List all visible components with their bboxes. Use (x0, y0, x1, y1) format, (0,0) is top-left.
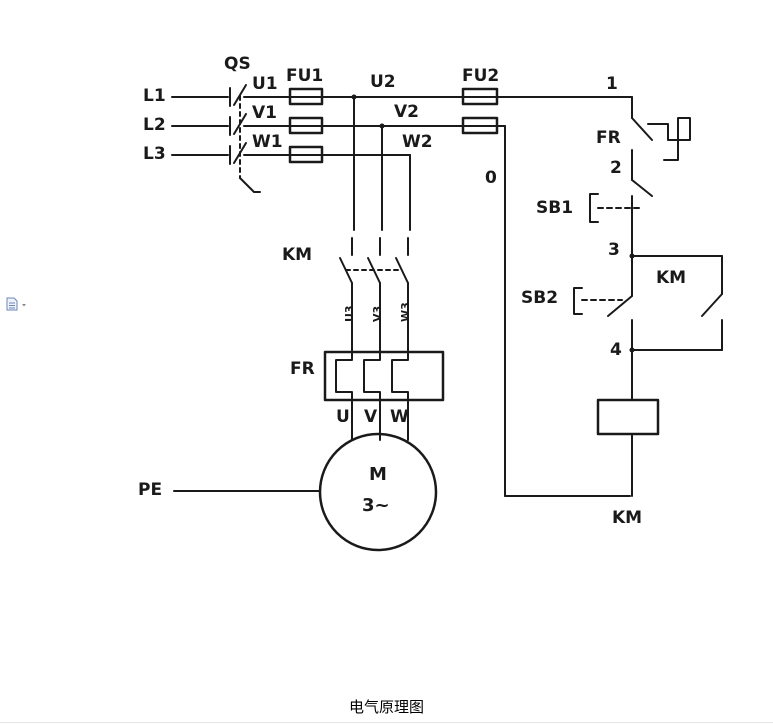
fuse-fu1 (288, 87, 324, 164)
incoming-lines (171, 96, 229, 156)
w1-label: W1 (252, 132, 283, 152)
motor (318, 432, 438, 552)
node-1-label: 1 (606, 74, 618, 94)
v3-label: V3 (371, 305, 384, 322)
fuse-fu2 (461, 87, 499, 135)
v1-label: V1 (252, 103, 277, 123)
v2-label: V2 (394, 102, 419, 122)
control-supply-wires (496, 96, 633, 497)
fr-contact-label: FR (596, 128, 621, 148)
qs-label: QS (224, 54, 251, 74)
junction-dots (351, 94, 635, 353)
w2-label: W2 (402, 132, 433, 152)
line-label-l2: L2 (143, 115, 166, 135)
w3-label: W3 (399, 302, 412, 322)
switch-to-fuse-wires (243, 96, 291, 156)
divider (0, 722, 773, 723)
km-main-label: KM (282, 245, 313, 265)
motor-terminal-w: W (390, 407, 409, 427)
pe-label: PE (138, 480, 163, 500)
sb1-label: SB1 (536, 198, 574, 218)
fr-thermal-relay (323, 350, 445, 441)
line-label-l1: L1 (143, 86, 166, 106)
km-main-contacts (339, 237, 409, 353)
node-3-label: 3 (608, 240, 620, 260)
km-coil-label: KM (612, 508, 643, 528)
fu1-label: FU1 (286, 66, 324, 86)
fu2-label: FU2 (462, 66, 500, 86)
u1-label: U1 (252, 74, 278, 94)
control-circuit (573, 96, 723, 497)
motor-terminal-v: V (364, 407, 378, 427)
node-4-label: 4 (610, 340, 622, 360)
sb2-label: SB2 (521, 288, 559, 308)
motor-terminal-u: U (336, 407, 350, 427)
motor-spec: 3~ (362, 495, 390, 516)
u2-label: U2 (370, 72, 396, 92)
km-hold-label: KM (656, 268, 687, 288)
node-0-label: 0 (485, 168, 497, 188)
diagram-caption: 电气原理图 (348, 698, 424, 716)
line-label-l3: L3 (143, 144, 166, 164)
motor-name: M (369, 464, 387, 485)
document-icon[interactable] (6, 296, 30, 315)
u3-label: U3 (343, 305, 356, 322)
fr-relay-label: FR (290, 359, 315, 379)
node-2-label: 2 (610, 158, 622, 178)
qs-switch (229, 84, 261, 193)
bus-wires (321, 96, 464, 231)
